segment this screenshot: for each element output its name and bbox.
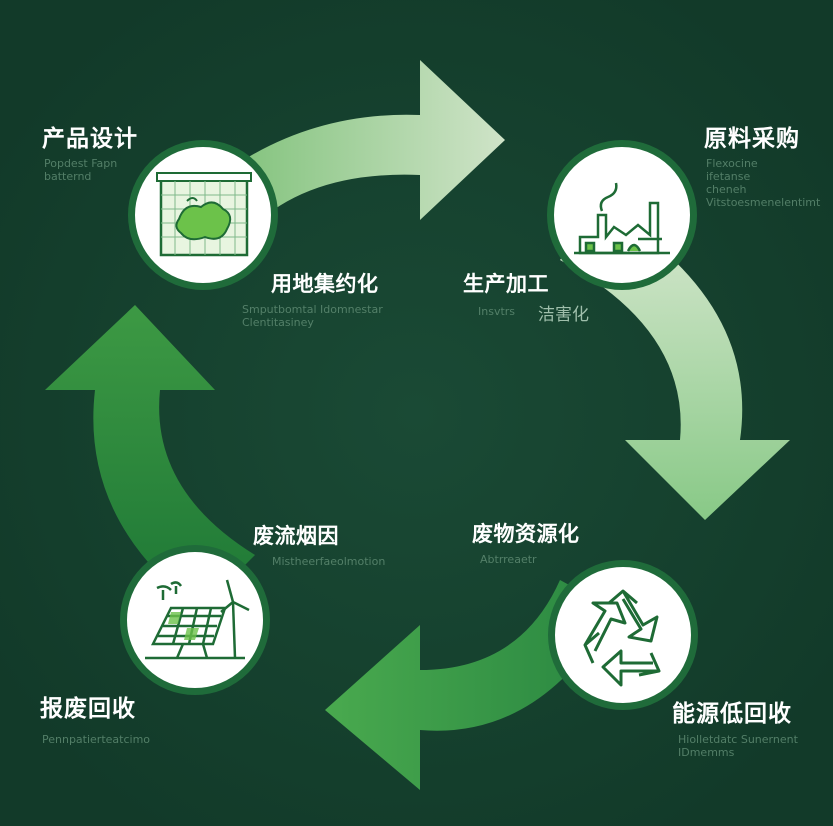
inner-title-land-use: 用地集约化 [271, 272, 379, 296]
stage-subtitle-raw-material: Flexocine ifetanse cheneh Vitstoesmenele… [706, 157, 821, 209]
recycle-icon [583, 589, 661, 687]
solar-wind-icon [145, 579, 250, 660]
raw-material-circle [547, 140, 697, 290]
energy-recovery-circle [548, 560, 698, 710]
stage-subtitle-product-design: Popdest Fapn batternd [44, 157, 118, 183]
stage-title-scrap-recovery: 报废回收 [40, 696, 136, 722]
inner-title-processing: 生产加工 [463, 272, 549, 296]
scrap-recovery-circle [120, 545, 270, 695]
stage-title-raw-material: 原料采购 [704, 126, 800, 152]
inner-title-waste-flow: 废流烟因 [253, 524, 339, 548]
inner-subtitle-waste-resource: Abtrreaetr [480, 553, 537, 566]
stage-title-energy-recovery: 能源低回收 [672, 701, 792, 727]
inner-subtitle-processing: Insvtrs [478, 305, 516, 318]
inner-subtitle-land-use: Smputbomtal Idomnestar Clentitasiney [242, 303, 383, 329]
inner-title-waste-resource: 废物资源化 [472, 522, 580, 546]
stage-title-product-design: 产品设计 [42, 126, 138, 152]
inner-subtitle-clean: 洁害化 [538, 305, 589, 325]
stage-subtitle-energy-recovery: Hiolletdatc Sunernent IDmemms [678, 733, 798, 759]
stage-subtitle-scrap-recovery: Pennpatierteatcimo [42, 733, 151, 746]
inner-subtitle-waste-flow: Mistheerfaeolmotion [272, 555, 386, 568]
arrow-left [45, 305, 255, 610]
product-design-circle [128, 140, 278, 290]
map-icon [156, 172, 252, 257]
factory-icon [574, 182, 670, 255]
arrow-bottom [325, 580, 615, 790]
